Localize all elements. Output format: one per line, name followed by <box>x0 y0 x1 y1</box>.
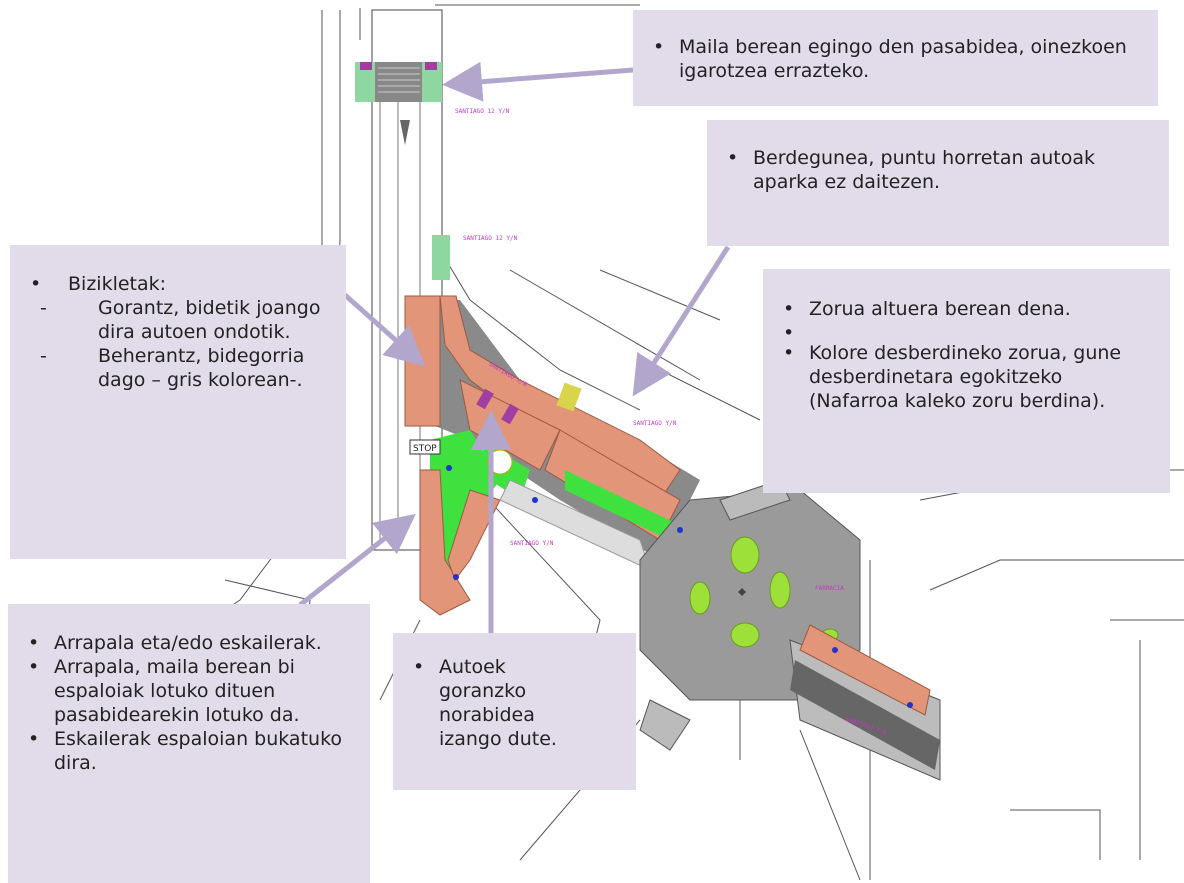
callout-item: Zorua altuera berean dena. <box>763 297 1156 321</box>
arrow-crossing <box>442 61 634 102</box>
callout-title: Bizikletak: <box>10 272 332 296</box>
street-label: SANTIAGO Y/N <box>633 420 677 427</box>
callout-item: Autoek goranzko norabidea izango dute. <box>393 655 626 751</box>
callout-subitem: Beherantz, bidegorria dago – gris kolore… <box>10 344 332 392</box>
paving-band <box>439 295 681 501</box>
callout-crossing: Maila berean egingo den pasabidea, oinez… <box>633 10 1158 106</box>
arrow-green <box>632 245 731 397</box>
street-label: FARMACIA <box>815 585 844 592</box>
callout-arrows <box>298 61 731 633</box>
callout-bikes: Bizikletak: Gorantz, bidetik joango dira… <box>10 245 346 559</box>
callout-floor: Zorua altuera berean dena. Kolore desber… <box>763 269 1170 493</box>
street-label: SANTIAGO 12 Y/N <box>463 235 518 242</box>
arrow-ramp <box>298 513 416 607</box>
callout-item: Maila berean egingo den pasabidea, oinez… <box>633 35 1158 83</box>
callout-cars: Autoek goranzko norabidea izango dute. <box>393 633 636 790</box>
callout-ramp: Arrapala eta/edo eskailerak. Arrapala, m… <box>8 604 370 883</box>
stop-marking: STOP <box>413 444 437 454</box>
street-label: SANTIAGO Y/N <box>510 540 554 547</box>
callout-item: Berdegunea, puntu horretan autoak aparka… <box>707 146 1149 194</box>
callout-item: Kolore desberdineko zorua, gune desberdi… <box>763 341 1156 413</box>
spacer <box>763 321 1156 345</box>
callout-item: Arrapala, maila berean bi espaloiak lotu… <box>8 655 356 727</box>
street-label: SANTIAGO 12 Y/N <box>455 108 510 115</box>
callout-item: Eskailerak espaloian bukatuko dira. <box>8 727 356 775</box>
callout-item: Arrapala eta/edo eskailerak. <box>8 631 356 655</box>
arrow-bikes <box>343 293 426 367</box>
paving-left <box>404 295 441 427</box>
callout-subitem: Gorantz, bidetik joango dira autoen ondo… <box>10 296 332 344</box>
callout-green: Berdegunea, puntu horretan autoak aparka… <box>707 120 1169 246</box>
